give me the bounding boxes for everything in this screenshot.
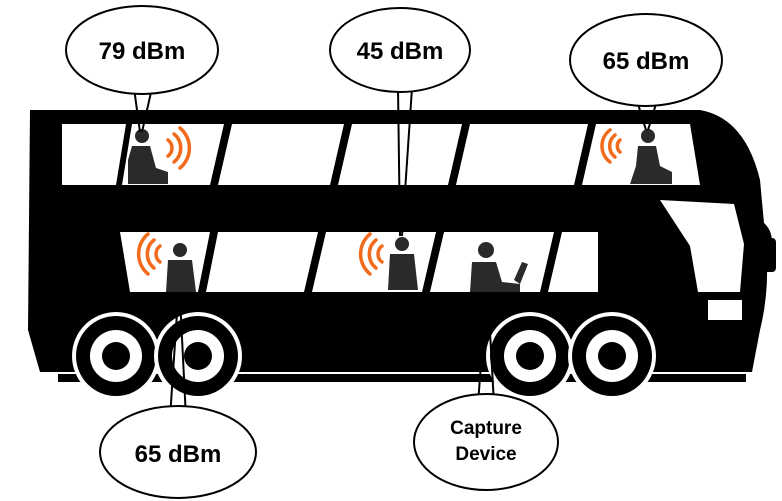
pointer-upper-left [133,87,141,133]
lower-left-dbm-label: 65 dBm [135,441,222,468]
bubble-upper-right: 65 dBm [569,13,723,107]
upper-mid-dbm-label: 45 dBm [357,38,444,65]
laptop-icon [514,262,528,284]
person-capture-device-icon [470,242,528,292]
pointer-lower-left [169,297,179,419]
person-lower-mid-icon [388,237,418,290]
bubble-capture-device: Capture Device [413,393,559,491]
pointer-upper-mid [397,87,401,237]
bubble-upper-mid: 45 dBm [329,7,471,93]
person-upper-left-icon [128,129,168,184]
person-lower-left-icon [166,243,196,292]
mirror-icon [762,238,776,272]
upper-left-dbm-label: 79 dBm [99,38,186,65]
wheel-front-left [72,312,160,400]
wheel-rear-right [486,312,574,400]
pointer-upper-right [637,103,647,131]
bubble-upper-left: 79 dBm [65,5,219,95]
wheel-rear-left [154,312,242,400]
capture-label-line2: Device [455,444,516,465]
signal-lower-mid-icon [358,232,384,276]
wheel-front-right [568,312,656,400]
signal-lower-left-icon [136,232,162,276]
pointer-capture-device [477,295,487,405]
upper-right-dbm-label: 65 dBm [603,48,690,75]
person-upper-right-icon [630,129,672,184]
bubble-lower-left: 65 dBm [99,405,257,499]
signal-upper-right-icon [600,128,622,164]
capture-label-line1: Capture [450,418,522,439]
signal-upper-left-icon [166,126,192,170]
